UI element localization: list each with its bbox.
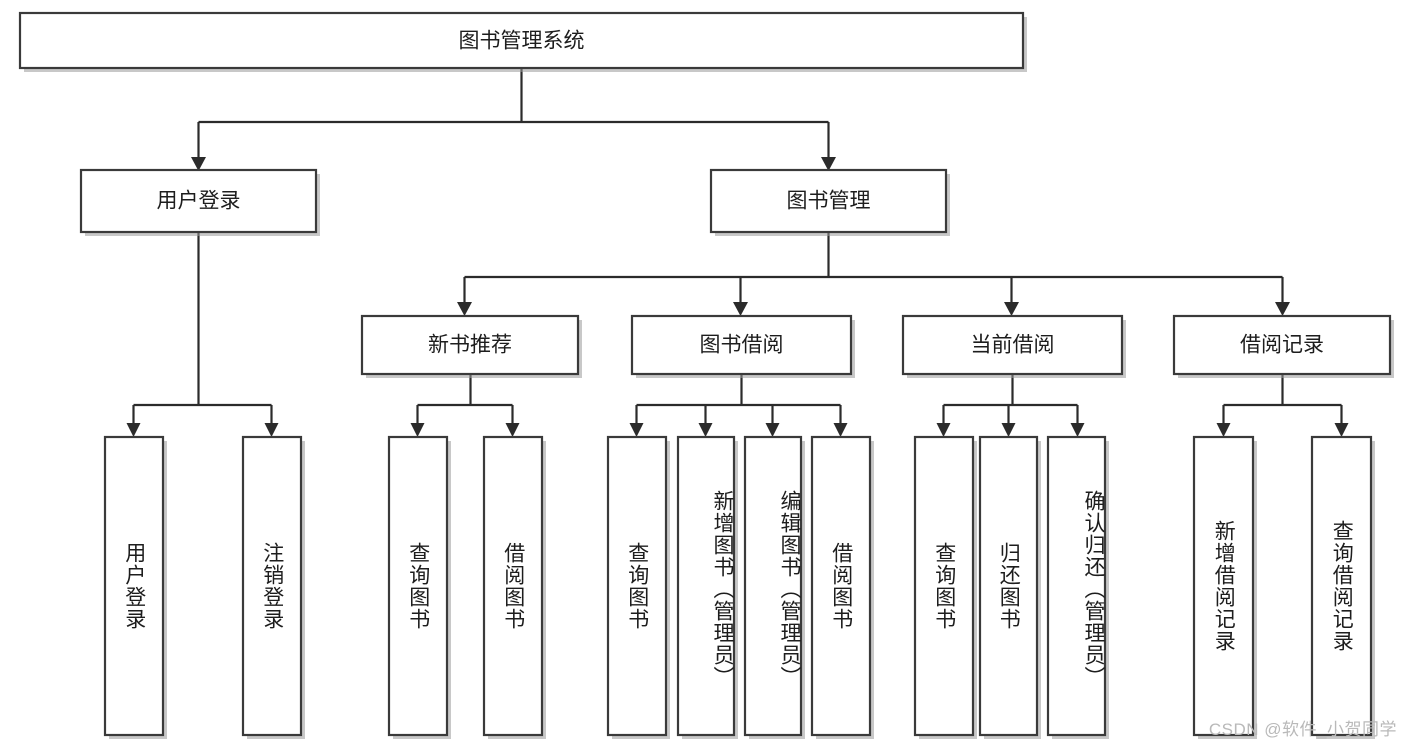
- borrow-record-box: [1172, 314, 1392, 376]
- arrow-leaf-user-2: [264, 423, 279, 437]
- arrow-leaf-bookborrow-2: [698, 423, 713, 437]
- book-borrow-label: 图书借阅: [700, 334, 784, 357]
- leaf-bookborrow-1-box: [606, 435, 668, 737]
- root-label: 图书管理系统: [459, 30, 585, 53]
- connector-group-new-book: [410, 374, 520, 437]
- arrow-leaf-user-1: [126, 423, 141, 437]
- connector-group-borrow-record: [1216, 374, 1349, 437]
- leaf-bookborrow-4-box: [810, 435, 872, 737]
- node-borrow-record[interactable]: 借阅记录: [1172, 314, 1394, 378]
- leaf-node-borrow-record-1[interactable]: [1192, 435, 1257, 739]
- arrow-leaf-currentborrow-3: [1070, 423, 1085, 437]
- leaf-node-current-borrow-3[interactable]: [1046, 435, 1109, 739]
- connector-group-current-borrow: [936, 374, 1085, 437]
- leaf-node-user-login-2[interactable]: [241, 435, 305, 739]
- arrow-leaf-bookborrow-1: [629, 423, 644, 437]
- connector-group-root: [191, 68, 836, 171]
- leaf-node-user-login-1[interactable]: [103, 435, 167, 739]
- leaf-node-borrow-record-2[interactable]: [1310, 435, 1375, 739]
- leaf-newbook-1-box: [387, 435, 449, 737]
- node-root[interactable]: 图书管理系统: [18, 11, 1027, 72]
- arrow-leaf-borrowrecord-2: [1334, 423, 1349, 437]
- leaf-node-new-book-1[interactable]: [387, 435, 451, 739]
- arrow-leaf-bookborrow-4: [833, 423, 848, 437]
- leaf-node-new-book-2[interactable]: [482, 435, 546, 739]
- current-borrow-box: [901, 314, 1124, 376]
- leaf-currentborrow-1-box: [913, 435, 975, 737]
- book-manage-label: 图书管理: [787, 190, 871, 213]
- arrow-level2-1: [191, 157, 206, 171]
- arrow-leaf-currentborrow-1: [936, 423, 951, 437]
- connector-group-user-login: [126, 232, 279, 437]
- user-login-label: 用户登录: [157, 190, 241, 213]
- arrow-level3-1: [457, 302, 472, 316]
- leaf-bookborrow-3-box: [743, 435, 803, 737]
- arrow-leaf-newbook-2: [505, 423, 520, 437]
- node-book-manage[interactable]: 图书管理: [709, 168, 950, 236]
- node-current-borrow[interactable]: 当前借阅: [901, 314, 1126, 378]
- leaf-newbook-2-box: [482, 435, 544, 737]
- arrow-level3-2: [733, 302, 748, 316]
- current-borrow-label: 当前借阅: [971, 334, 1055, 357]
- leaf-node-book-borrow-2[interactable]: [676, 435, 738, 739]
- leaf-bookborrow-2-box: [676, 435, 736, 737]
- connector-group-book-manage: [457, 232, 1290, 316]
- leaf-user-1-box: [103, 435, 165, 737]
- csdn-watermark: CSDN @软件_小贺同学: [1208, 720, 1397, 739]
- arrow-leaf-currentborrow-2: [1001, 423, 1016, 437]
- arrow-leaf-newbook-1: [410, 423, 425, 437]
- book-manage-box: [709, 168, 948, 234]
- user-login-box: [79, 168, 318, 234]
- leaf-currentborrow-3-box: [1046, 435, 1107, 737]
- node-book-borrow[interactable]: 图书借阅: [630, 314, 855, 378]
- leaf-node-book-borrow-3[interactable]: [743, 435, 805, 739]
- book-borrow-box: [630, 314, 853, 376]
- arrow-leaf-borrowrecord-1: [1216, 423, 1231, 437]
- leaf-node-current-borrow-2[interactable]: [978, 435, 1041, 739]
- arrow-leaf-bookborrow-3: [765, 423, 780, 437]
- arrow-level3-4: [1275, 302, 1290, 316]
- leaf-user-2-box: [241, 435, 303, 737]
- new-book-label: 新书推荐: [428, 334, 512, 357]
- arrow-level2-2: [821, 157, 836, 171]
- arrow-level3-3: [1004, 302, 1019, 316]
- connector-group-book-borrow: [629, 374, 848, 437]
- leaf-currentborrow-2-box: [978, 435, 1039, 737]
- leaf-node-book-borrow-4[interactable]: [810, 435, 874, 739]
- new-book-box: [360, 314, 580, 376]
- node-user-login[interactable]: 用户登录: [79, 168, 320, 236]
- leaf-borrowrecord-2-box: [1310, 435, 1373, 737]
- leaf-node-current-borrow-1[interactable]: [913, 435, 977, 739]
- borrow-record-label: 借阅记录: [1240, 334, 1324, 357]
- leaf-node-book-borrow-1[interactable]: [606, 435, 670, 739]
- root-box: [18, 11, 1025, 70]
- leaf-borrowrecord-1-box: [1192, 435, 1255, 737]
- node-new-book-recommend[interactable]: 新书推荐: [360, 314, 582, 378]
